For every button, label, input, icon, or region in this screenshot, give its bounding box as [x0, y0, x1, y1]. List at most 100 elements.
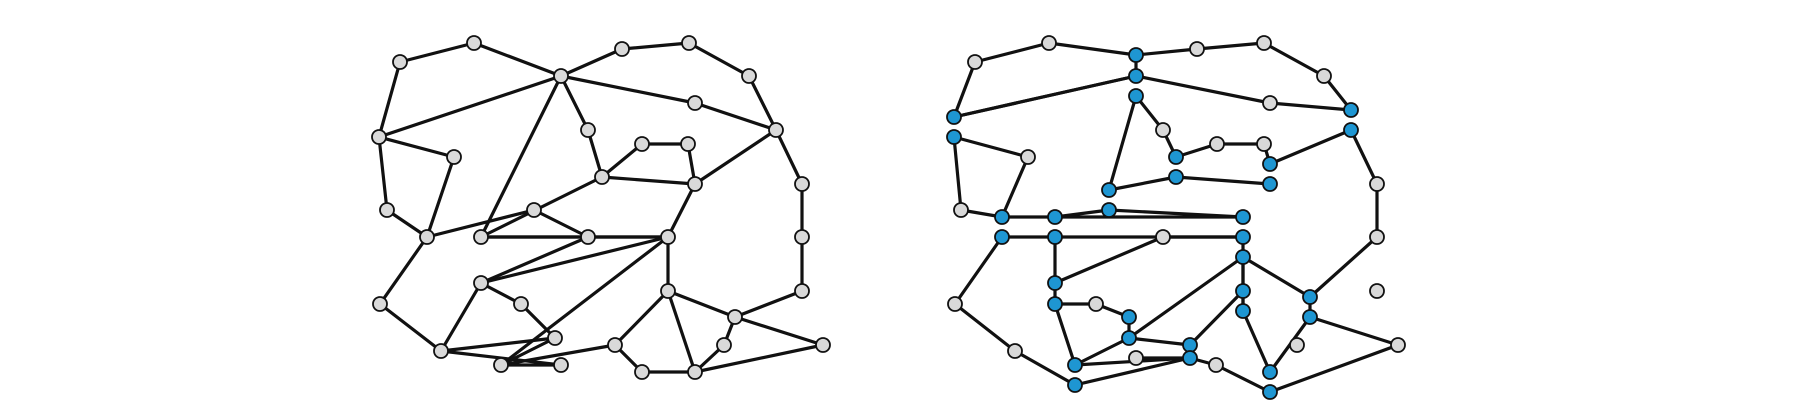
graph-node-highlighted	[1302, 289, 1318, 305]
graph-node-highlighted	[1343, 122, 1359, 138]
graph-node-highlighted	[1235, 283, 1251, 299]
graph-edge	[1268, 128, 1353, 166]
graph-node	[1256, 136, 1272, 152]
graph-node	[947, 296, 963, 312]
graph-node	[1369, 176, 1385, 192]
graph-edge	[1073, 336, 1131, 367]
graph-node	[1007, 343, 1023, 359]
graph-node	[379, 202, 395, 218]
graph-node	[446, 149, 462, 165]
graph-node	[1369, 229, 1385, 245]
graph-node	[466, 35, 482, 51]
graph-edge	[519, 302, 557, 340]
graph-edge	[1073, 356, 1192, 387]
graph-node	[1289, 337, 1305, 353]
graph-node	[1208, 357, 1224, 373]
left-graph-nodes	[371, 35, 831, 380]
graph-node	[1256, 35, 1272, 51]
graph-edge	[559, 74, 590, 132]
graph-edge	[1107, 94, 1138, 192]
graph-node	[419, 229, 435, 245]
graph-edge	[666, 289, 697, 374]
left-graph	[371, 35, 831, 380]
graph-edge	[693, 343, 825, 374]
graph-node-highlighted	[1235, 209, 1251, 225]
graph-edge	[425, 208, 536, 239]
right-graph-nodes	[946, 35, 1406, 400]
graph-edge	[953, 235, 1004, 306]
graph-edge	[952, 135, 1030, 159]
graph-edge	[733, 289, 804, 319]
graph-node-highlighted	[1182, 337, 1198, 353]
graph-node-highlighted	[1128, 47, 1144, 63]
graph-edge	[1174, 175, 1272, 186]
graph-node-highlighted	[1067, 377, 1083, 393]
graph-node-highlighted	[994, 209, 1010, 225]
graph-edge	[1308, 315, 1400, 347]
graph-edge	[1241, 255, 1312, 299]
graph-node	[547, 330, 563, 346]
right-graph-edges	[952, 41, 1400, 394]
graph-edge	[952, 74, 1138, 119]
graph-edge	[377, 135, 389, 212]
graph-node	[768, 122, 784, 138]
graph-edge	[378, 302, 443, 353]
graph-node	[392, 54, 408, 70]
graph-edge	[1047, 41, 1138, 57]
graph-node	[794, 176, 810, 192]
graph-edge	[1000, 155, 1030, 219]
graph-edge	[559, 47, 624, 78]
graph-node	[660, 283, 676, 299]
graph-node	[741, 68, 757, 84]
right-graph	[946, 35, 1406, 400]
graph-node	[1041, 35, 1057, 51]
graph-node-highlighted	[1047, 209, 1063, 225]
graph-node	[967, 54, 983, 70]
graph-edge	[1268, 101, 1353, 112]
graph-node-highlighted	[1182, 350, 1198, 366]
graph-node	[727, 309, 743, 325]
graph-node	[815, 337, 831, 353]
graph-node	[794, 283, 810, 299]
graph-node	[1316, 68, 1332, 84]
graph-edge	[1134, 47, 1199, 57]
graph-edge	[1241, 309, 1272, 374]
graph-node-highlighted	[1235, 249, 1251, 265]
graph-node-highlighted	[1121, 330, 1137, 346]
graph-edge	[613, 289, 670, 347]
graph-node-highlighted	[1067, 357, 1083, 373]
graph-edge	[479, 235, 590, 285]
graph-edge	[1053, 235, 1165, 285]
graph-edge	[377, 74, 563, 139]
graph-node	[634, 136, 650, 152]
graph-node	[716, 337, 732, 353]
graph-edge	[733, 315, 825, 347]
graph-edge	[953, 302, 1017, 353]
graph-node-highlighted	[1101, 182, 1117, 198]
graph-edge	[1013, 349, 1077, 387]
graph-node-highlighted	[1121, 309, 1137, 325]
graph-node-highlighted	[946, 129, 962, 145]
graph-edge	[620, 41, 691, 51]
graph-edge	[1349, 128, 1379, 186]
graph-edge	[952, 60, 977, 119]
graph-node	[1128, 350, 1144, 366]
graph-edge	[377, 135, 456, 159]
graph-node	[607, 337, 623, 353]
graph-edge	[472, 41, 563, 78]
graph-node-highlighted	[946, 109, 962, 125]
graph-edge	[1214, 363, 1272, 394]
graph-node-highlighted	[1235, 303, 1251, 319]
graph-edge	[666, 182, 697, 239]
graph-node-highlighted	[1128, 88, 1144, 104]
graph-edge	[398, 41, 476, 64]
graph-node	[614, 41, 630, 57]
graph-node-highlighted	[1047, 229, 1063, 245]
graph-edge	[1127, 255, 1245, 340]
graph-node	[372, 296, 388, 312]
graph-edge	[973, 41, 1051, 64]
graph-edge	[499, 336, 557, 367]
graph-node	[1209, 136, 1225, 152]
graph-node	[1155, 229, 1171, 245]
graph-edge	[479, 235, 670, 285]
